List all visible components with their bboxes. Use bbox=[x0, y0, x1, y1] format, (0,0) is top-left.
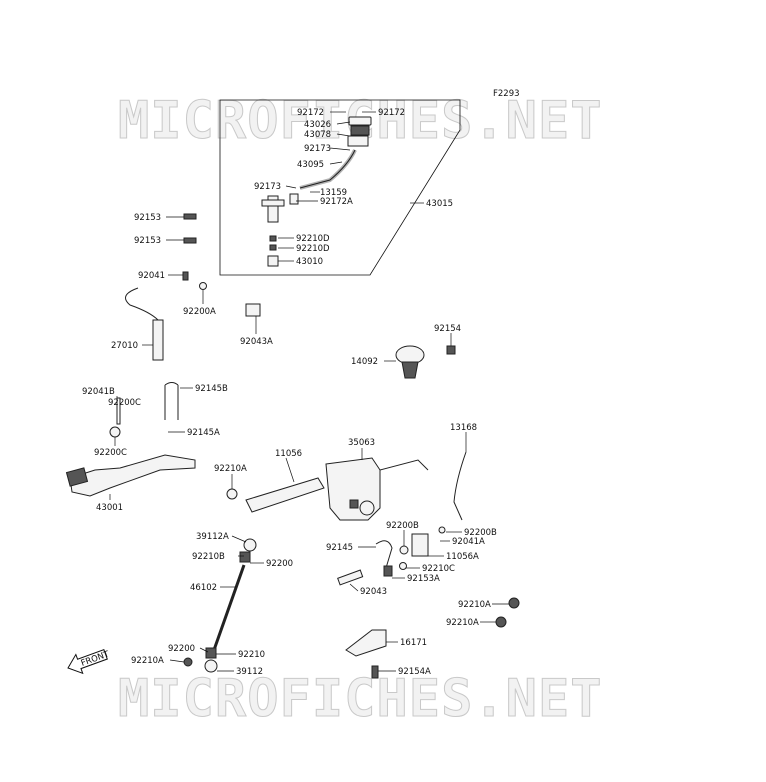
rod-13168 bbox=[453, 451, 467, 521]
label-92200B: 92200B bbox=[386, 521, 419, 531]
label-92172: 92172 bbox=[378, 108, 405, 118]
label-46102: 46102 bbox=[190, 583, 217, 593]
cap-14092 bbox=[395, 345, 425, 379]
bracket-35063 bbox=[325, 457, 429, 521]
switch-27010 bbox=[125, 287, 164, 361]
label-92145B: 92145B bbox=[195, 384, 228, 394]
label-92200A: 92200A bbox=[183, 307, 216, 317]
label-92041: 92041 bbox=[138, 271, 165, 281]
watermark-bottom: MICROFICHES.NET bbox=[118, 669, 603, 729]
label-43095: 43095 bbox=[297, 160, 324, 170]
label-92043: 92043 bbox=[360, 587, 387, 597]
plate-16171 bbox=[345, 629, 387, 657]
reservoir-cap bbox=[347, 116, 372, 147]
master-cylinder bbox=[261, 193, 299, 267]
label-92200C: 92200C bbox=[108, 398, 141, 408]
label-92041A: 92041A bbox=[452, 537, 485, 547]
bracket-11056A bbox=[411, 533, 429, 557]
label-35063: 35063 bbox=[348, 438, 375, 448]
part-labels: 92172 92172 43026 43078 92173 43095 9217… bbox=[82, 108, 497, 677]
label-92210A: 92210A bbox=[458, 600, 491, 610]
label-92210D: 92210D bbox=[296, 234, 330, 244]
label-92153: 92153 bbox=[134, 213, 161, 223]
label-92210A: 92210A bbox=[446, 618, 479, 628]
label-92200C: 92200C bbox=[94, 448, 127, 458]
pin-92043 bbox=[337, 569, 364, 586]
washer-92200A bbox=[199, 282, 207, 290]
arm-11056 bbox=[245, 477, 325, 513]
label-43015: 43015 bbox=[426, 199, 453, 209]
label-92200: 92200 bbox=[168, 644, 195, 654]
pin-92041 bbox=[182, 271, 189, 281]
label-92210C: 92210C bbox=[422, 564, 455, 574]
reservoir-hose bbox=[299, 149, 356, 189]
bolt-92154 bbox=[446, 345, 456, 355]
label-92210: 92210 bbox=[238, 650, 265, 660]
label-16171: 16171 bbox=[400, 638, 427, 648]
label-92200B: 92200B bbox=[464, 528, 497, 538]
spring-92145B bbox=[164, 382, 179, 420]
label-92043A: 92043A bbox=[240, 337, 273, 347]
collar-92210C bbox=[399, 562, 407, 570]
label-13159: 13159 bbox=[320, 188, 347, 198]
label-92145A: 92145A bbox=[187, 428, 220, 438]
label-14092: 14092 bbox=[351, 357, 378, 367]
washer-92200B bbox=[438, 526, 446, 534]
bolt-92153-lower bbox=[183, 237, 197, 244]
leader-lines bbox=[109, 111, 509, 672]
label-92173: 92173 bbox=[304, 144, 331, 154]
pin-92041B bbox=[116, 397, 121, 425]
label-39112: 39112 bbox=[236, 667, 263, 677]
label-92210A: 92210A bbox=[131, 656, 164, 666]
label-92200: 92200 bbox=[266, 559, 293, 569]
brake-pedal-43001 bbox=[69, 454, 196, 497]
label-92153A: 92153A bbox=[407, 574, 440, 584]
label-27010: 27010 bbox=[111, 341, 138, 351]
nut-92210A-upper bbox=[226, 488, 238, 500]
assembly-box-43015 bbox=[219, 99, 461, 276]
label-92172A: 92172A bbox=[320, 197, 353, 207]
label-11056: 11056 bbox=[275, 449, 302, 459]
label-92154A: 92154A bbox=[398, 667, 431, 677]
label-13168: 13168 bbox=[450, 423, 477, 433]
label-43010: 43010 bbox=[296, 257, 323, 267]
label-92154: 92154 bbox=[434, 324, 461, 334]
washer-92200B-lower bbox=[399, 545, 409, 555]
label-92041B: 92041B bbox=[82, 387, 115, 397]
label-43026: 43026 bbox=[304, 120, 331, 130]
label-43078: 43078 bbox=[304, 130, 331, 140]
label-92210B: 92210B bbox=[192, 552, 225, 562]
nut-92210A-right-lower bbox=[495, 616, 507, 628]
spring-92145 bbox=[375, 540, 393, 569]
front-arrow: FRONT bbox=[67, 648, 111, 675]
label-92153: 92153 bbox=[134, 236, 161, 246]
label-92210D: 92210D bbox=[296, 244, 330, 254]
bolt-92153-upper bbox=[183, 213, 197, 220]
label-11056A: 11056A bbox=[446, 552, 479, 562]
label-92172: 92172 bbox=[297, 108, 324, 118]
figure-code: F2293 bbox=[493, 89, 520, 99]
label-92173: 92173 bbox=[254, 182, 281, 192]
label-39112A: 39112A bbox=[196, 532, 229, 542]
label-92210A: 92210A bbox=[214, 464, 247, 474]
nut-92200C bbox=[109, 426, 121, 438]
bolt-92154A bbox=[371, 665, 379, 679]
bracket-92043A bbox=[245, 303, 261, 317]
label-43001: 43001 bbox=[96, 503, 123, 513]
label-92145: 92145 bbox=[326, 543, 353, 553]
nut-92210A-right-upper bbox=[508, 597, 520, 609]
